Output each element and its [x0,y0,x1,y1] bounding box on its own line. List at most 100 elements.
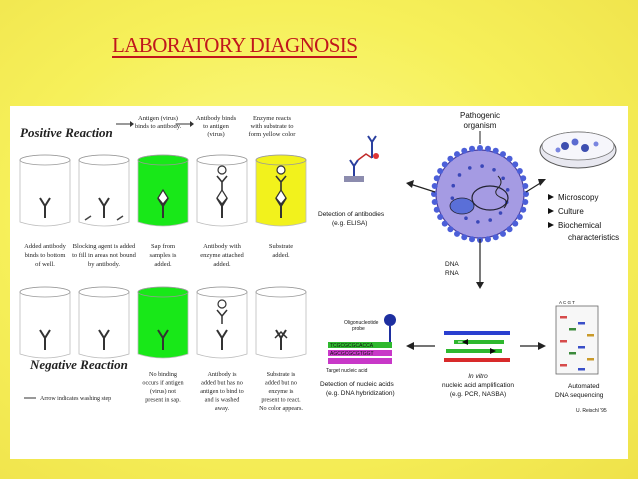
gel-band [587,358,594,361]
dna-strand [495,175,508,209]
positive-header: form yellow color [249,131,297,138]
probe-label-2: probe [352,326,365,332]
culture-item: Biochemical [558,221,601,230]
bullet-icon [548,208,554,214]
negative-step-label: away. [215,405,230,412]
well [19,154,71,227]
negative-step-label: antigen to bind to [200,388,243,395]
organism-body [435,149,525,239]
amplification-icon [444,331,510,362]
positive-step-label: samples is [150,252,177,259]
negative-step-label: and is washed [205,397,241,404]
antibody-icon [39,197,51,218]
antibody-icon [216,329,228,350]
well [255,154,307,227]
center-label-1: Pathogenic [460,111,500,120]
antibody-icon [98,197,110,218]
amplification-label-3: (e.g. PCR, NASBA) [450,391,506,398]
bullet-icon [548,222,554,228]
gel-letters: A C G T [559,300,575,305]
pathogenic-organism [431,145,529,243]
positive-header: Enzyme reacts [253,115,292,122]
arrow-to-culture [525,181,543,193]
culture-item: Microscopy [558,193,598,202]
sequencing-gel-icon [555,305,599,375]
positive-step-label: added. [154,261,172,268]
probe-icon [328,314,396,364]
antibody-icon [98,329,110,350]
antigen-icon [157,188,169,205]
gel-band [578,346,585,349]
diagram-panel: Positive Reaction Antigen (virus)binds t… [10,106,628,459]
well [137,154,189,227]
probe-seq-top: TCGCGCGCACCA [330,343,374,349]
negative-step-label: Substrate is [267,371,296,378]
positive-header: Antibody binds [196,115,237,122]
well [196,286,248,359]
positive-wells [19,154,307,227]
dna-label: DNA [445,261,459,268]
negative-wells [19,286,307,359]
positive-step-label: added. [272,252,290,259]
positive-step-label: Added antibody [24,243,66,250]
elisa-section: Positive Reaction Antigen (virus)binds t… [19,115,307,412]
diagram-svg: Positive Reaction Antigen (virus)binds t… [19,111,619,414]
antibody-detection-icon [344,135,379,182]
positive-step-label: by antibody. [88,261,120,268]
negative-reaction-title: Negative Reaction [29,357,128,372]
sequencing-label-1: Automated [568,383,600,390]
nucleic-label-2: (e.g. DNA hybridization) [326,390,395,397]
sequencing-label-2: DNA sequencing [555,392,604,399]
amplification-label-2: nucleic acid amplification [442,382,514,389]
negative-step-label: No color appears. [259,405,303,412]
negative-step-label: Antibody is [207,371,237,378]
gel-band [569,328,576,331]
positive-header: (virus) [207,131,224,138]
positive-step-label: Antibody with [203,243,241,250]
gel-band [578,368,585,371]
antigen-icon [216,188,228,205]
amplification-label-1: In vitro [468,373,488,380]
positive-reaction-title: Positive Reaction [20,125,113,140]
positive-header: to antigen [203,123,230,130]
credit: U. Reischl '95 [576,408,607,414]
footnote: Arrow indicates washing step [40,396,111,402]
bullet-icon [548,194,554,200]
probe-label-1: Oligonucleotide [344,320,379,326]
positive-step-label: Sap from [151,243,175,250]
positive-step-label: Substrate [269,243,293,250]
antibody-icon [157,329,169,350]
gel-band [560,340,567,343]
antibody-label-1: Detection of antibodies [318,211,385,218]
organelle [449,197,475,215]
gel-band [560,364,567,367]
negative-step-label: enzyme is [269,388,295,395]
well [78,154,130,227]
well [19,286,71,359]
positive-header: binds to antibody. [135,123,182,130]
positive-step-label: enzyme attached [200,252,244,259]
negative-step-label: present in sap. [145,397,181,404]
negative-step-label: (virus) not [150,388,176,395]
culture-item: characteristics [568,233,619,242]
positive-headers: Antigen (virus)binds to antibody. Antibod… [135,115,296,138]
plasmid [471,185,509,211]
negative-step-label: No binding [149,371,177,378]
slide-title: LABORATORY DIAGNOSIS [112,33,358,58]
enzyme-icon [217,165,227,175]
positive-header: with substrate to [251,123,294,130]
enzyme-icon [276,165,286,175]
gel-band [587,334,594,337]
positive-header: Antigen (virus) [138,115,178,122]
positive-step-label: to fill in areas not bound [72,252,136,259]
culture-item: Culture [558,207,584,216]
arrow-to-antibodies [409,183,436,193]
culture-plate-icon [539,131,617,169]
antibody-icon [39,329,51,350]
nucleic-label-1: Detection of nucleic acids [320,381,394,388]
probe-seq-bottom: AGCGCGCGTGGT [330,351,374,357]
center-label-2: organism [464,121,497,130]
negative-step-label: added but no [265,380,297,387]
